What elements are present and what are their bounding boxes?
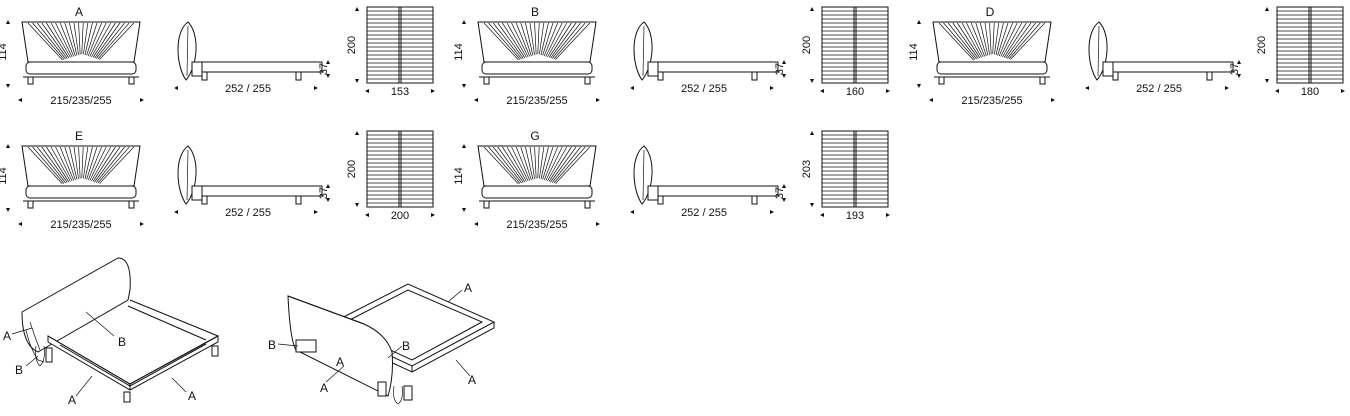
slat-width-dimension: 153 bbox=[391, 86, 409, 98]
length-dimension: 252 / 255 bbox=[681, 207, 727, 219]
leg-height-dimension: 37 bbox=[774, 187, 786, 199]
variant-letter: D bbox=[986, 5, 995, 19]
side-view-0: 252 / 255 37 bbox=[174, 21, 330, 95]
front-view-2: D 215/235/255 114 bbox=[908, 5, 1055, 107]
height-dimension: 114 bbox=[453, 43, 465, 61]
length-dimension: 252 / 255 bbox=[1136, 83, 1182, 95]
width-dimension: 215/235/255 bbox=[506, 219, 567, 231]
length-dimension: 252 / 255 bbox=[225, 83, 271, 95]
front-view-4: G 215/235/255 114 bbox=[453, 129, 600, 231]
isometric-bed-view-2: A B A B A A bbox=[268, 281, 496, 405]
slat-length-dimension: 200 bbox=[346, 160, 358, 178]
iso1-label-b-center: B bbox=[118, 335, 126, 349]
iso2-label-a-bottom: A bbox=[320, 381, 328, 395]
iso2-label-a-top: A bbox=[464, 281, 472, 295]
isometric-bed-view-1: B A B A A bbox=[3, 257, 219, 407]
side-view-3: 252 / 255 37 bbox=[174, 145, 330, 219]
side-view-1: 252 / 255 37 bbox=[630, 21, 786, 95]
iso2-label-b-left: B bbox=[268, 338, 276, 352]
slat-base-view-2: 180 200 bbox=[1256, 6, 1345, 98]
slat-base-view-4: 193 203 bbox=[801, 130, 890, 222]
iso2-label-a-right: A bbox=[468, 373, 476, 387]
variant-letter: G bbox=[530, 129, 539, 143]
width-dimension: 215/235/255 bbox=[50, 95, 111, 107]
leg-height-dimension: 37 bbox=[318, 187, 330, 199]
slat-base-view-0: 153 200 bbox=[346, 6, 435, 98]
variant-letter: A bbox=[75, 5, 83, 19]
slat-length-dimension: 200 bbox=[801, 36, 813, 54]
slat-width-dimension: 160 bbox=[846, 86, 864, 98]
variants-layer: A 215/235/255 114 252 / 255 37 153 200 B 215/235… bbox=[0, 5, 1345, 231]
variant-letter: E bbox=[75, 129, 83, 143]
variant-E: E 215/235/255 114 252 / 255 37 200 200 bbox=[0, 129, 435, 231]
leg-height-dimension: 37 bbox=[774, 63, 786, 75]
slat-width-dimension: 193 bbox=[846, 210, 864, 222]
height-dimension: 114 bbox=[0, 43, 9, 61]
leg-height-dimension: 37 bbox=[318, 63, 330, 75]
slat-base-view-3: 200 200 bbox=[346, 130, 435, 222]
iso1-label-a-left: A bbox=[3, 329, 11, 343]
front-view-1: B 215/235/255 114 bbox=[453, 5, 600, 107]
side-view-2: 252 / 255 37 bbox=[1085, 21, 1241, 95]
slat-length-dimension: 203 bbox=[801, 160, 813, 178]
slat-length-dimension: 200 bbox=[346, 36, 358, 54]
variant-D: D 215/235/255 114 252 / 255 37 180 200 bbox=[908, 5, 1345, 107]
slat-width-dimension: 200 bbox=[391, 210, 409, 222]
iso2-label-a-center: A bbox=[336, 355, 344, 369]
height-dimension: 114 bbox=[0, 167, 9, 185]
variant-B: B 215/235/255 114 252 / 255 37 160 200 bbox=[453, 5, 890, 107]
width-dimension: 215/235/255 bbox=[506, 95, 567, 107]
length-dimension: 252 / 255 bbox=[681, 83, 727, 95]
height-dimension: 114 bbox=[908, 43, 920, 61]
width-dimension: 215/235/255 bbox=[50, 219, 111, 231]
front-view-0: A 215/235/255 114 bbox=[0, 5, 144, 107]
variant-G: G 215/235/255 114 252 / 255 37 193 203 bbox=[453, 129, 890, 231]
side-view-4: 252 / 255 37 bbox=[630, 145, 786, 219]
iso1-label-a-bottom: A bbox=[68, 393, 76, 407]
width-dimension: 215/235/255 bbox=[961, 95, 1022, 107]
front-view-3: E 215/235/255 114 bbox=[0, 129, 144, 231]
variant-letter: B bbox=[531, 5, 539, 19]
leg-height-dimension: 37 bbox=[1229, 63, 1241, 75]
iso1-label-a-right: A bbox=[188, 389, 196, 403]
slat-width-dimension: 180 bbox=[1301, 86, 1319, 98]
iso1-label-b-left: B bbox=[15, 363, 23, 377]
iso2-label-b-center: B bbox=[402, 339, 410, 353]
slat-base-view-1: 160 200 bbox=[801, 6, 890, 98]
slat-length-dimension: 200 bbox=[1256, 36, 1268, 54]
height-dimension: 114 bbox=[453, 167, 465, 185]
variant-A: A 215/235/255 114 252 / 255 37 153 200 bbox=[0, 5, 435, 107]
length-dimension: 252 / 255 bbox=[225, 207, 271, 219]
